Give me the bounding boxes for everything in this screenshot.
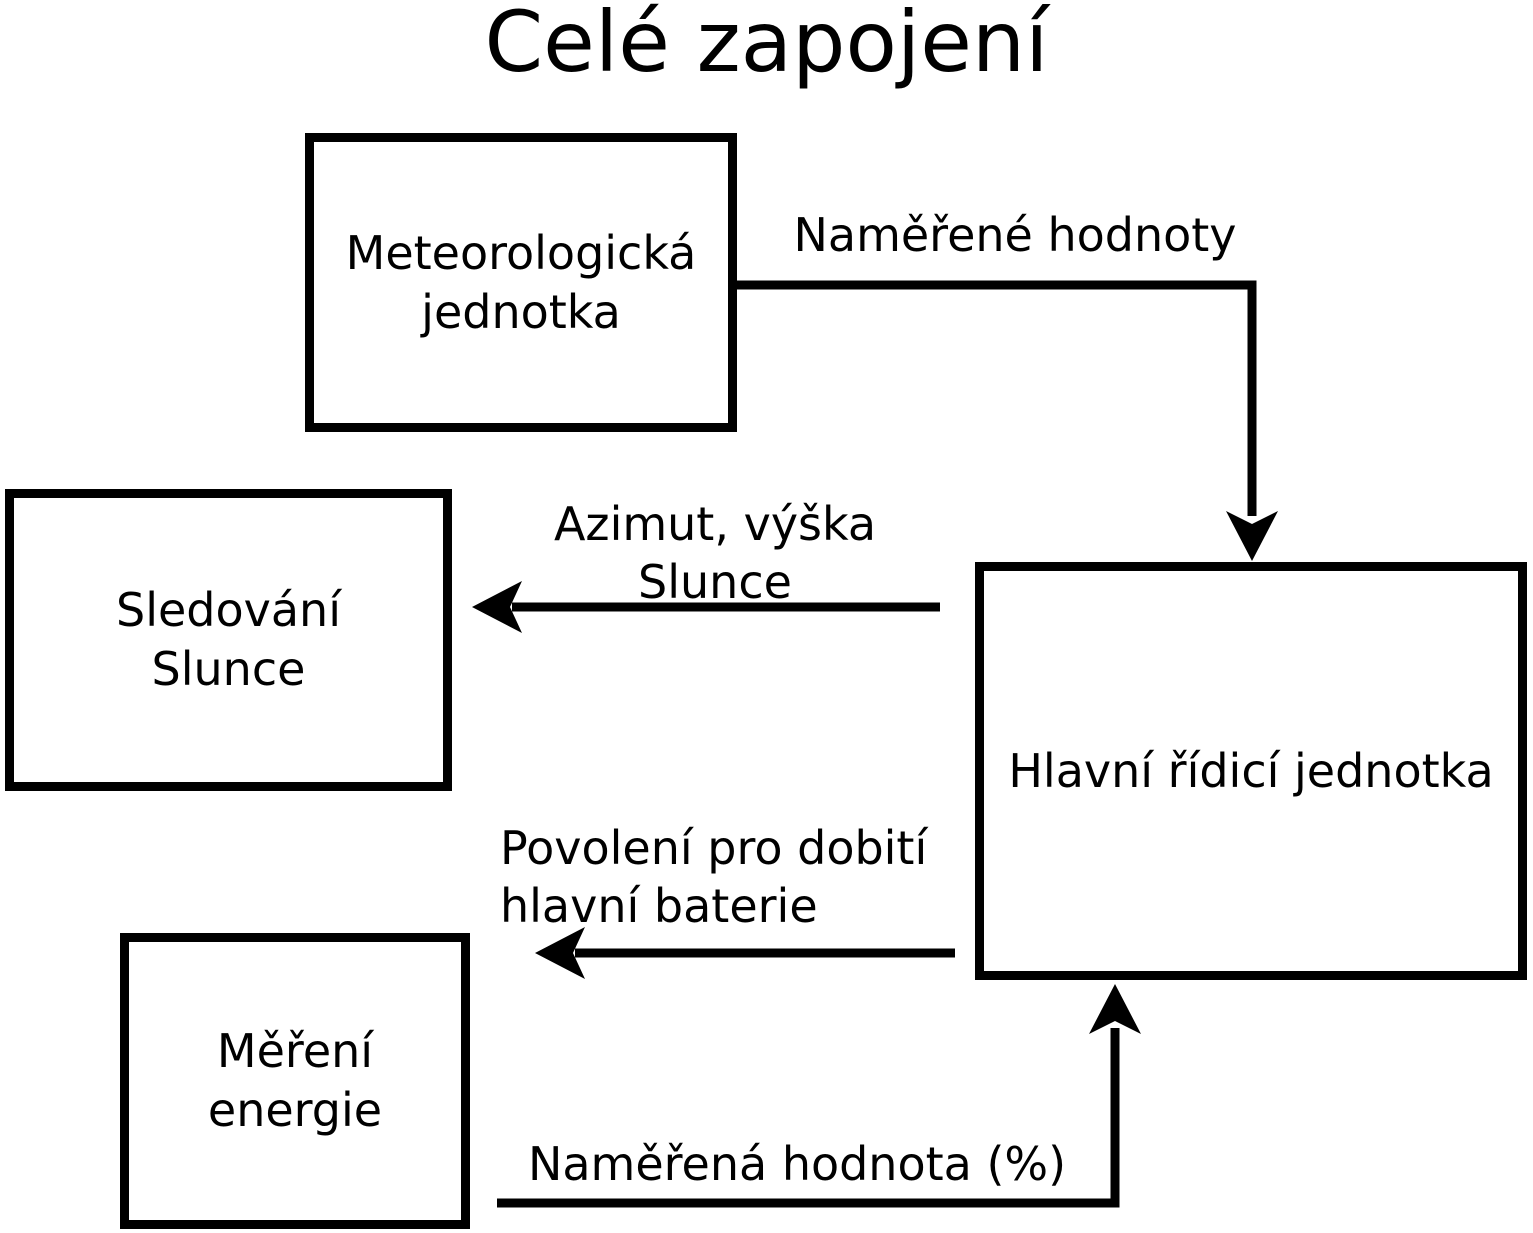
arrow-charge-permission [535, 927, 955, 979]
node-main-control-unit: Hlavní řídicí jednotka [975, 562, 1527, 980]
edge-label-sun-position: Azimut, výška Slunce [553, 497, 877, 609]
edge-label-charge-permission: Povolení pro dobití hlavní baterie [500, 821, 928, 933]
arrow-measured-percentage [497, 984, 1141, 1208]
edge-label-measured-values: Naměřené hodnoty [793, 208, 1237, 262]
node-sun-tracking: Sledování Slunce [5, 489, 452, 791]
arrow-measured-values [737, 280, 1278, 561]
arrow-sun-position [472, 581, 940, 633]
diagram-title: Celé zapojení [484, 0, 1049, 91]
node-meteo-unit: Meteorologická jednotka [305, 133, 737, 432]
node-energy-measurement: Měření energie [120, 933, 470, 1229]
edge-label-measured-percentage: Naměřená hodnota (%) [527, 1137, 1067, 1191]
